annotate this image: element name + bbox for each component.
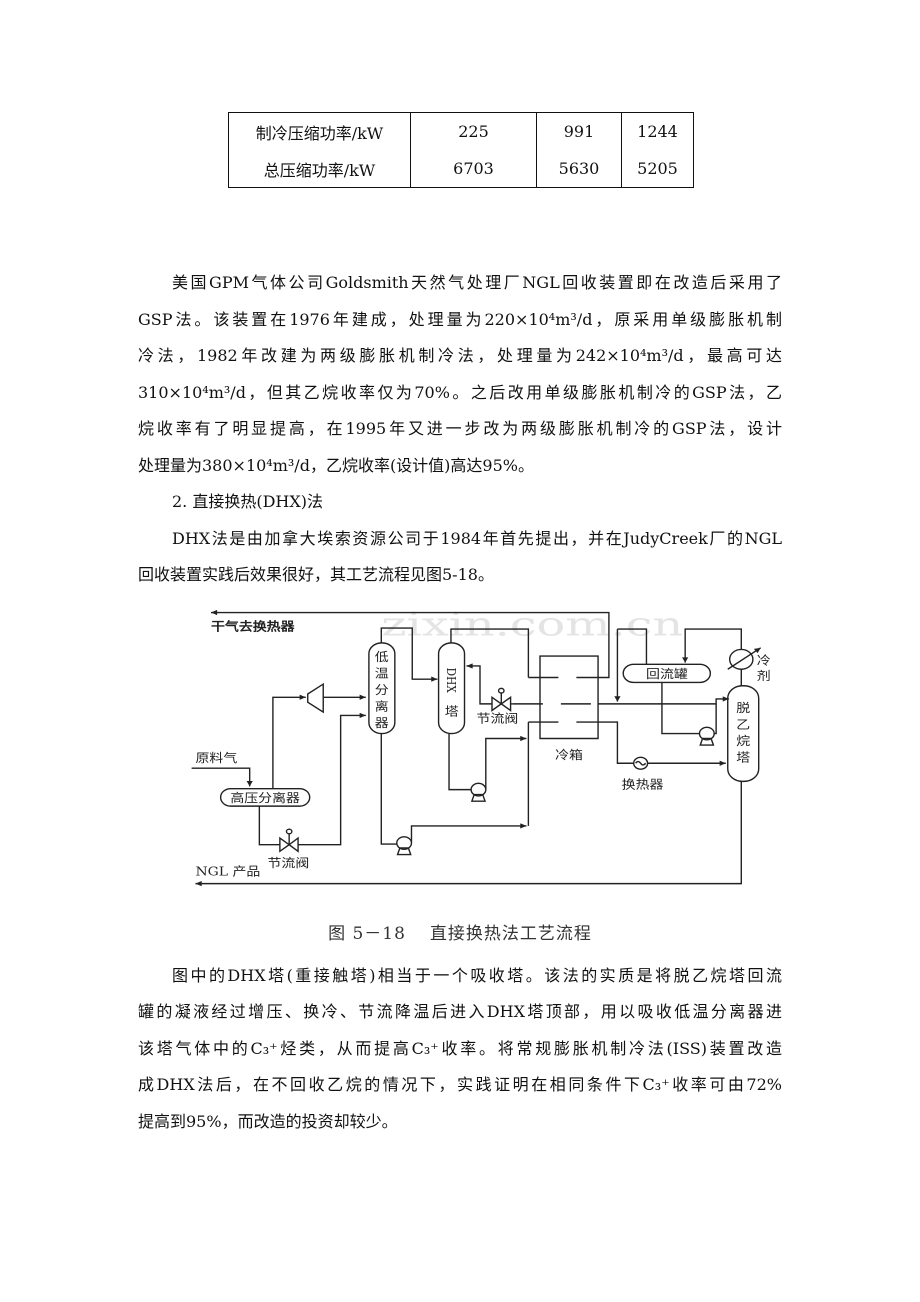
pump-icon bbox=[699, 727, 714, 745]
deethanizer-tower bbox=[728, 686, 759, 782]
label-reflux-drum: 回流罐 bbox=[646, 668, 688, 682]
label-refrigerant: 冷剂 bbox=[757, 654, 771, 684]
text-line: 图中的DHX塔(重接触塔)相当于一个吸收塔。该法的实质是将脱乙烷塔回流 bbox=[172, 966, 782, 985]
dhx-overhead-line bbox=[451, 629, 528, 677]
table-cell: 991 bbox=[536, 112, 622, 150]
table-cell: 5205 bbox=[621, 150, 694, 188]
text-line: 提高到95%，而改造的投资却较少。 bbox=[138, 1112, 398, 1131]
text-line: 该塔气体中的C₃⁺烃类，从而提高C₃⁺收率。将常规膨胀机制冷法(ISS)装置改造 bbox=[138, 1039, 782, 1058]
condenser-icon bbox=[728, 648, 761, 669]
process-flow-diagram: zixin.com.cn bbox=[180, 600, 780, 910]
label-cold-box: 冷箱 bbox=[555, 748, 583, 763]
throttle-valve-icon bbox=[280, 829, 298, 851]
label-valve-1: 节流阀 bbox=[267, 857, 309, 871]
table-cell: 1244 bbox=[621, 112, 694, 150]
table-cell: 6703 bbox=[410, 150, 537, 188]
figure-caption: 图 5－18 直接换热法工艺流程 bbox=[0, 919, 920, 944]
cold-box bbox=[540, 656, 598, 738]
dhx-tower bbox=[439, 643, 465, 734]
heat-exchanger-icon bbox=[634, 757, 648, 769]
label-lt-separator: 低温分离器 bbox=[375, 651, 389, 731]
throttle-valve-icon bbox=[492, 688, 511, 710]
table-row: 总压缩功率/kW 6703 5630 5205 bbox=[228, 150, 694, 188]
label-ngl: NGL 产品 bbox=[195, 865, 260, 879]
dry-gas-line bbox=[210, 609, 609, 678]
text-line: 烷收率有了明显提高，在1995年又进一步改为两级膨胀机制冷的GSP法，设计 bbox=[138, 419, 782, 438]
pump-icon bbox=[397, 837, 412, 855]
label-dhx: DHX bbox=[444, 668, 459, 694]
text-line: 310×10⁴m³/d，但其乙烷收率仅为70%。之后改用单级膨胀机制冷的GSP法… bbox=[138, 383, 782, 402]
label-heat-exchanger: 换热器 bbox=[622, 779, 664, 793]
table-cell: 225 bbox=[410, 112, 537, 150]
expander-icon bbox=[308, 684, 323, 712]
hp-separator bbox=[221, 789, 310, 806]
label-valve-2: 节流阀 bbox=[477, 713, 519, 727]
table-cell: 制冷压缩功率/kW bbox=[228, 112, 411, 150]
caption-number: 图 5－18 bbox=[328, 924, 406, 944]
power-table: 制冷压缩功率/kW 225 991 1244 总压缩功率/kW 6703 563… bbox=[228, 112, 694, 188]
table-cell: 总压缩功率/kW bbox=[228, 150, 411, 188]
text-line: 美国GPM气体公司Goldsmith天然气处理厂NGL回收装置即在改造后采用了 bbox=[172, 273, 782, 292]
text-line: 回收装置实践后效果很好，其工艺流程见图5-18。 bbox=[138, 565, 494, 584]
table-cell: 5630 bbox=[536, 150, 622, 188]
text-line: 冷法，1982年改建为两级膨胀机制冷法，处理量为242×10⁴m³/d，最高可达 bbox=[138, 346, 782, 365]
reflux-drum bbox=[623, 664, 710, 682]
section-heading: 2. 直接换热(DHX)法 bbox=[172, 492, 324, 511]
pump-icon bbox=[471, 783, 486, 801]
label-dhx-ta: 塔 bbox=[445, 705, 459, 719]
text-line: 成DHX法后，在不回收乙烷的情况下，实践证明在相同条件下C₃⁺收率可由72% bbox=[138, 1075, 782, 1094]
label-deethanizer: 脱乙烷塔 bbox=[736, 702, 750, 765]
table-row: 制冷压缩功率/kW 225 991 1244 bbox=[228, 112, 694, 150]
label-feed: 原料气 bbox=[195, 751, 237, 766]
text-line: DHX法是由加拿大埃索资源公司于1984年首先提出，并在JudyCreek厂的N… bbox=[172, 529, 782, 548]
caption-title: 直接换热法工艺流程 bbox=[429, 924, 592, 944]
text-line: 罐的凝液经过增压、换冷、节流降温后进入DHX塔顶部，用以吸收低温分离器进 bbox=[138, 1002, 782, 1021]
text-line: 处理量为380×10⁴m³/d，乙烷收率(设计值)高达95%。 bbox=[138, 456, 534, 475]
text-line: GSP法。该装置在1976年建成，处理量为220×10⁴m³/d，原采用单级膨胀… bbox=[138, 310, 782, 329]
label-dry-gas: 干气去换热器 bbox=[211, 619, 296, 634]
label-hp-separator: 高压分离器 bbox=[230, 791, 300, 806]
